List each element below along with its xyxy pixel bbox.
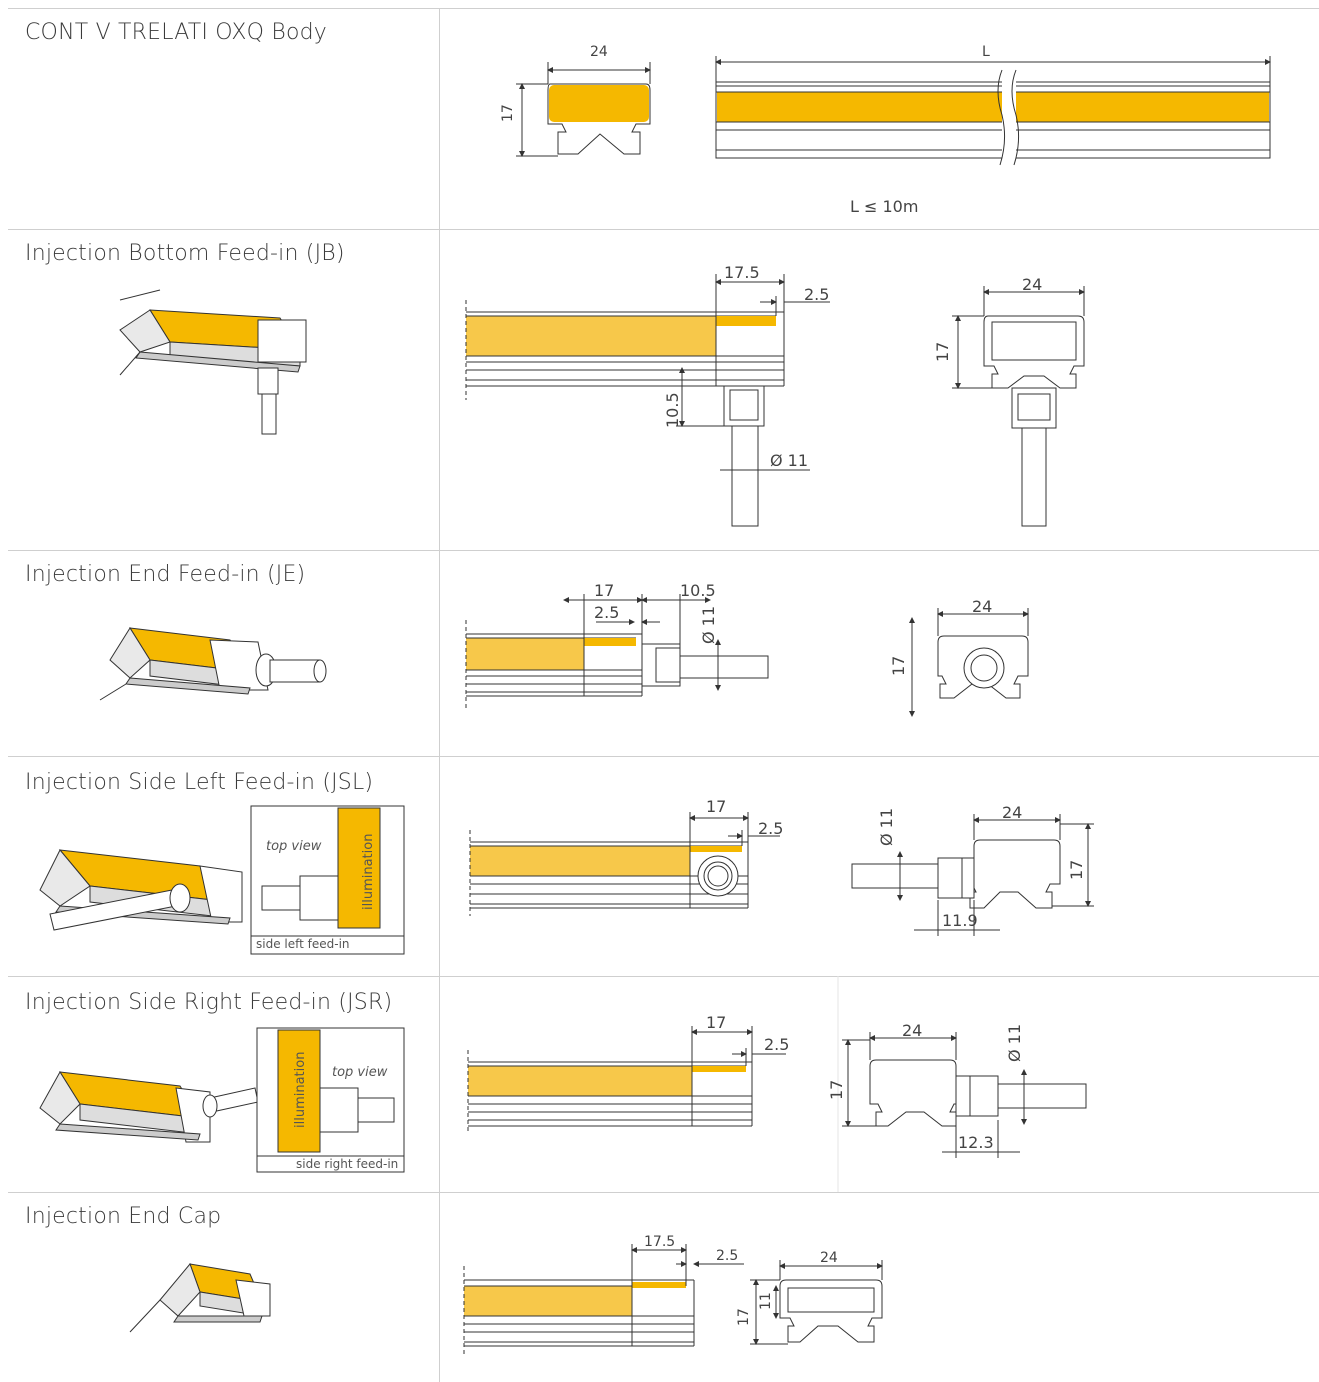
row-title-jb: Injection Bottom Feed-in (JB): [25, 241, 345, 266]
jsl-dim-a: 17: [706, 797, 726, 816]
row-title-body: CONT V TRELATI OXQ Body: [25, 20, 327, 45]
jsl-front-dia: Ø 11: [877, 808, 896, 846]
jsr-dim-b: 2.5: [764, 1035, 789, 1054]
je-front-view: [909, 608, 1029, 717]
row-divider: [8, 550, 1319, 551]
jsl-top-view-inset: [250, 805, 405, 955]
jsl-front-view: [851, 814, 1094, 936]
jsr-dim-a: 17: [706, 1013, 726, 1032]
je-iso-illustration: [99, 627, 327, 701]
jsr-inset-illum-label: illumination: [293, 1052, 308, 1128]
jb-dim-a: 17.5: [724, 263, 760, 282]
jb-dim-d: Ø 11: [770, 451, 808, 470]
row-title-jsl: Injection Side Left Feed-in (JSL): [25, 770, 374, 795]
endcap-side-view: [463, 1244, 744, 1356]
row-title-jsr: Injection Side Right Feed-in (JSR): [25, 990, 393, 1015]
jb-dim-c: 10.5: [663, 392, 682, 428]
jsr-front-offset: 12.3: [958, 1133, 994, 1152]
row-divider: [8, 229, 1319, 230]
jsl-iso-illustration: [39, 849, 243, 931]
jsl-side-view: [469, 812, 780, 916]
jsl-inset-top-label: top view: [266, 839, 322, 854]
jsr-inset-caption: side right feed-in: [296, 1157, 398, 1171]
jsr-front-view: [842, 1032, 1087, 1158]
body-length-dim: L: [982, 44, 990, 60]
jsl-inset-illum-label: illumination: [361, 834, 376, 910]
jsr-top-view-inset: [256, 1027, 405, 1173]
je-side-view: [465, 594, 769, 710]
row-title-je: Injection End Feed-in (JE): [25, 562, 306, 587]
jb-side-view: [465, 274, 830, 527]
jsl-inset-caption: side left feed-in: [256, 937, 350, 951]
jsl-front-height: 17: [1067, 860, 1086, 880]
je-dim-c: 10.5: [680, 581, 716, 600]
jsl-dim-b: 2.5: [758, 819, 783, 838]
je-dim-d: Ø 11: [699, 606, 718, 644]
endcap-front-width: 24: [820, 1250, 838, 1266]
je-dim-a: 17: [594, 581, 614, 600]
jb-front-view: [952, 286, 1085, 527]
table-top-border: [8, 8, 1319, 9]
body-length-note: L ≤ 10m: [850, 197, 918, 216]
endcap-dim-b: 2.5: [716, 1248, 738, 1264]
jsr-iso-illustration: [39, 1071, 259, 1143]
jsr-front-dia: Ø 11: [1005, 1024, 1024, 1062]
jsr-front-height: 17: [827, 1080, 846, 1100]
je-dim-b: 2.5: [594, 603, 619, 622]
body-length-view: [715, 56, 1271, 166]
je-front-height: 17: [889, 656, 908, 676]
jb-dim-b: 2.5: [804, 285, 829, 304]
endcap-inner-height: 11: [758, 1292, 774, 1310]
jb-front-height: 17: [933, 342, 952, 362]
jsr-front-width: 24: [902, 1021, 922, 1040]
jb-iso-illustration: [119, 289, 307, 435]
row-title-endcap: Injection End Cap: [25, 1204, 222, 1229]
jsl-front-offset: 11.9: [942, 911, 978, 930]
body-width-dim: 24: [590, 44, 608, 60]
column-divider: [439, 8, 440, 1382]
row-divider: [8, 756, 1319, 757]
row-divider: [8, 976, 1319, 977]
jsl-front-width: 24: [1002, 803, 1022, 822]
je-front-width: 24: [972, 597, 992, 616]
row-divider: [8, 1192, 1319, 1193]
body-cross-section: [516, 62, 651, 157]
jsr-side-view: [467, 1026, 786, 1134]
endcap-iso-illustration: [129, 1263, 271, 1333]
endcap-dim-a: 17.5: [644, 1234, 675, 1250]
endcap-front-view: [750, 1260, 883, 1345]
jb-front-width: 24: [1022, 275, 1042, 294]
endcap-front-height: 17: [736, 1308, 752, 1326]
body-height-dim: 17: [500, 104, 516, 122]
jsr-inset-top-label: top view: [332, 1065, 388, 1080]
